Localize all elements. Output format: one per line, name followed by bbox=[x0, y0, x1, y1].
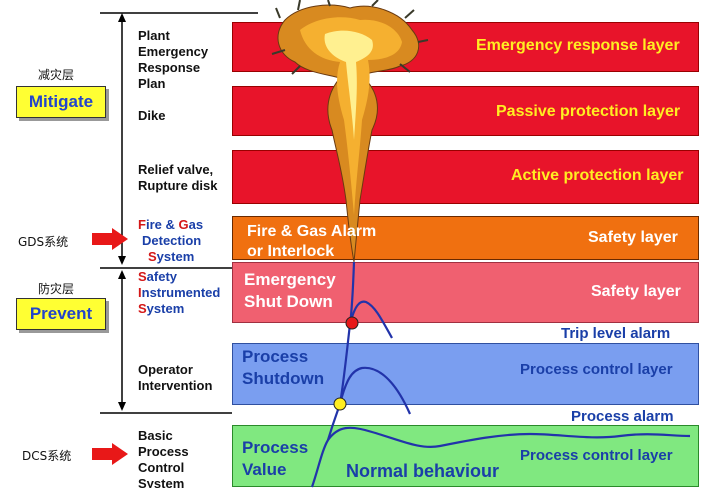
cn-gds-label: GDS系统 bbox=[18, 235, 69, 249]
sis-nstrumented: nstrumented bbox=[141, 285, 221, 300]
plant-line3: Response bbox=[138, 60, 201, 75]
mitigate-arrow-down-icon bbox=[118, 256, 126, 265]
fg-ire: ire & bbox=[145, 217, 179, 232]
passive-protection-layer bbox=[232, 86, 699, 136]
alarm-point-icon bbox=[333, 397, 347, 411]
process-shutdown-line2: Shutdown bbox=[242, 369, 325, 388]
bpcs-line3: Control bbox=[138, 460, 185, 475]
dcs-arrow-icon bbox=[92, 443, 128, 465]
fire-gas-alarm-line1: Fire & Gas Alarm bbox=[247, 223, 377, 240]
process-shutdown-label: Process Shutdown bbox=[242, 346, 324, 390]
fg-f: F bbox=[138, 217, 146, 232]
process-shutdown-layer bbox=[232, 343, 699, 405]
cn-prevent-label: 防灾层 bbox=[38, 282, 75, 296]
prevent-arrow-down-icon bbox=[118, 402, 126, 411]
active-protection-layer-label: Active protection layer bbox=[511, 167, 684, 184]
shutdown-curve bbox=[338, 366, 412, 415]
cn-dcs-label: DCS系统 bbox=[22, 449, 72, 463]
mitigate-tag: Mitigate bbox=[16, 86, 106, 118]
prevent-tag: Prevent bbox=[16, 298, 106, 330]
plant-emergency-response-plan-label: Plant Emergency Response Plan bbox=[138, 28, 208, 92]
process-control-label-1: Process control layer bbox=[520, 361, 673, 378]
operator-intervention-label: Operator Intervention bbox=[138, 362, 212, 394]
esd-line2: Shut Down bbox=[244, 292, 333, 311]
plant-line4: Plan bbox=[138, 76, 166, 91]
fire-gas-layer bbox=[232, 216, 699, 260]
esd-curve bbox=[348, 300, 393, 339]
trip-alarm-label: Trip level alarm bbox=[561, 325, 671, 342]
process-alarm-label: Process alarm bbox=[571, 408, 674, 425]
fg-as: as bbox=[188, 217, 204, 232]
dike-label: Dike bbox=[138, 108, 166, 123]
passive-protection-layer-label: Passive protection layer bbox=[496, 103, 681, 120]
process-control-label-2: Process control layer bbox=[520, 447, 673, 464]
sis-s1: S bbox=[138, 269, 147, 284]
operator-line1: Operator bbox=[138, 362, 193, 377]
fire-gas-detection-label: Fire & Gas Detection System bbox=[138, 217, 203, 265]
cn-mitigate-label: 减灾层 bbox=[38, 68, 75, 82]
esd-line1: Emergency bbox=[244, 270, 336, 289]
fg-s: S bbox=[148, 249, 157, 264]
esd-label: Emergency Shut Down bbox=[244, 269, 336, 313]
fire-gas-alarm-line2: or Interlock bbox=[247, 243, 335, 260]
sis-i: I bbox=[138, 285, 142, 300]
plant-line2: Emergency bbox=[138, 44, 209, 59]
fire-gas-alarm-label: Fire & Gas Alarm or Interlock bbox=[247, 222, 376, 262]
prevent-arrow-up-icon bbox=[118, 270, 126, 279]
emergency-response-layer-label: Emergency response layer bbox=[476, 37, 680, 54]
fg-detection: Detection bbox=[142, 233, 202, 248]
sis-afety: afety bbox=[146, 269, 178, 284]
process-value-line1: Process bbox=[242, 438, 309, 457]
bpcs-line4: System bbox=[138, 476, 185, 488]
explosion-flame-icon bbox=[271, 0, 429, 263]
sis-s2: S bbox=[138, 301, 147, 316]
process-shutdown-line1: Process bbox=[242, 347, 309, 366]
escalation-curve bbox=[326, 261, 356, 441]
safety-layer-label-2: Safety layer bbox=[591, 283, 681, 300]
sis-ystem: ystem bbox=[146, 301, 185, 316]
relief-valve-label: Relief valve, Rupture disk bbox=[138, 162, 217, 194]
safety-layer-label-1: Safety layer bbox=[588, 229, 678, 246]
gds-arrow-icon bbox=[92, 228, 128, 250]
plant-line1: Plant bbox=[138, 28, 170, 43]
operator-line2: Intervention bbox=[138, 378, 213, 393]
fg-ystem: ystem bbox=[156, 249, 195, 264]
bpcs-line1: Basic bbox=[138, 428, 173, 443]
normal-behaviour-label: Normal behaviour bbox=[346, 461, 500, 481]
trip-point-icon bbox=[345, 316, 359, 330]
active-protection-layer bbox=[232, 150, 699, 204]
process-value-line2: Value bbox=[242, 460, 287, 479]
relief-line1: Relief valve, bbox=[138, 162, 214, 177]
relief-line2: Rupture disk bbox=[138, 178, 218, 193]
esd-layer bbox=[232, 262, 699, 323]
fg-g: G bbox=[178, 217, 189, 232]
sis-label: Safety Instrumented System bbox=[138, 269, 220, 317]
bpcs-line2: Process bbox=[138, 444, 189, 459]
process-value-label: Process Value bbox=[242, 437, 308, 481]
mitigate-arrow-up-icon bbox=[118, 13, 126, 22]
bpcs-label: Basic Process Control System bbox=[138, 428, 189, 488]
